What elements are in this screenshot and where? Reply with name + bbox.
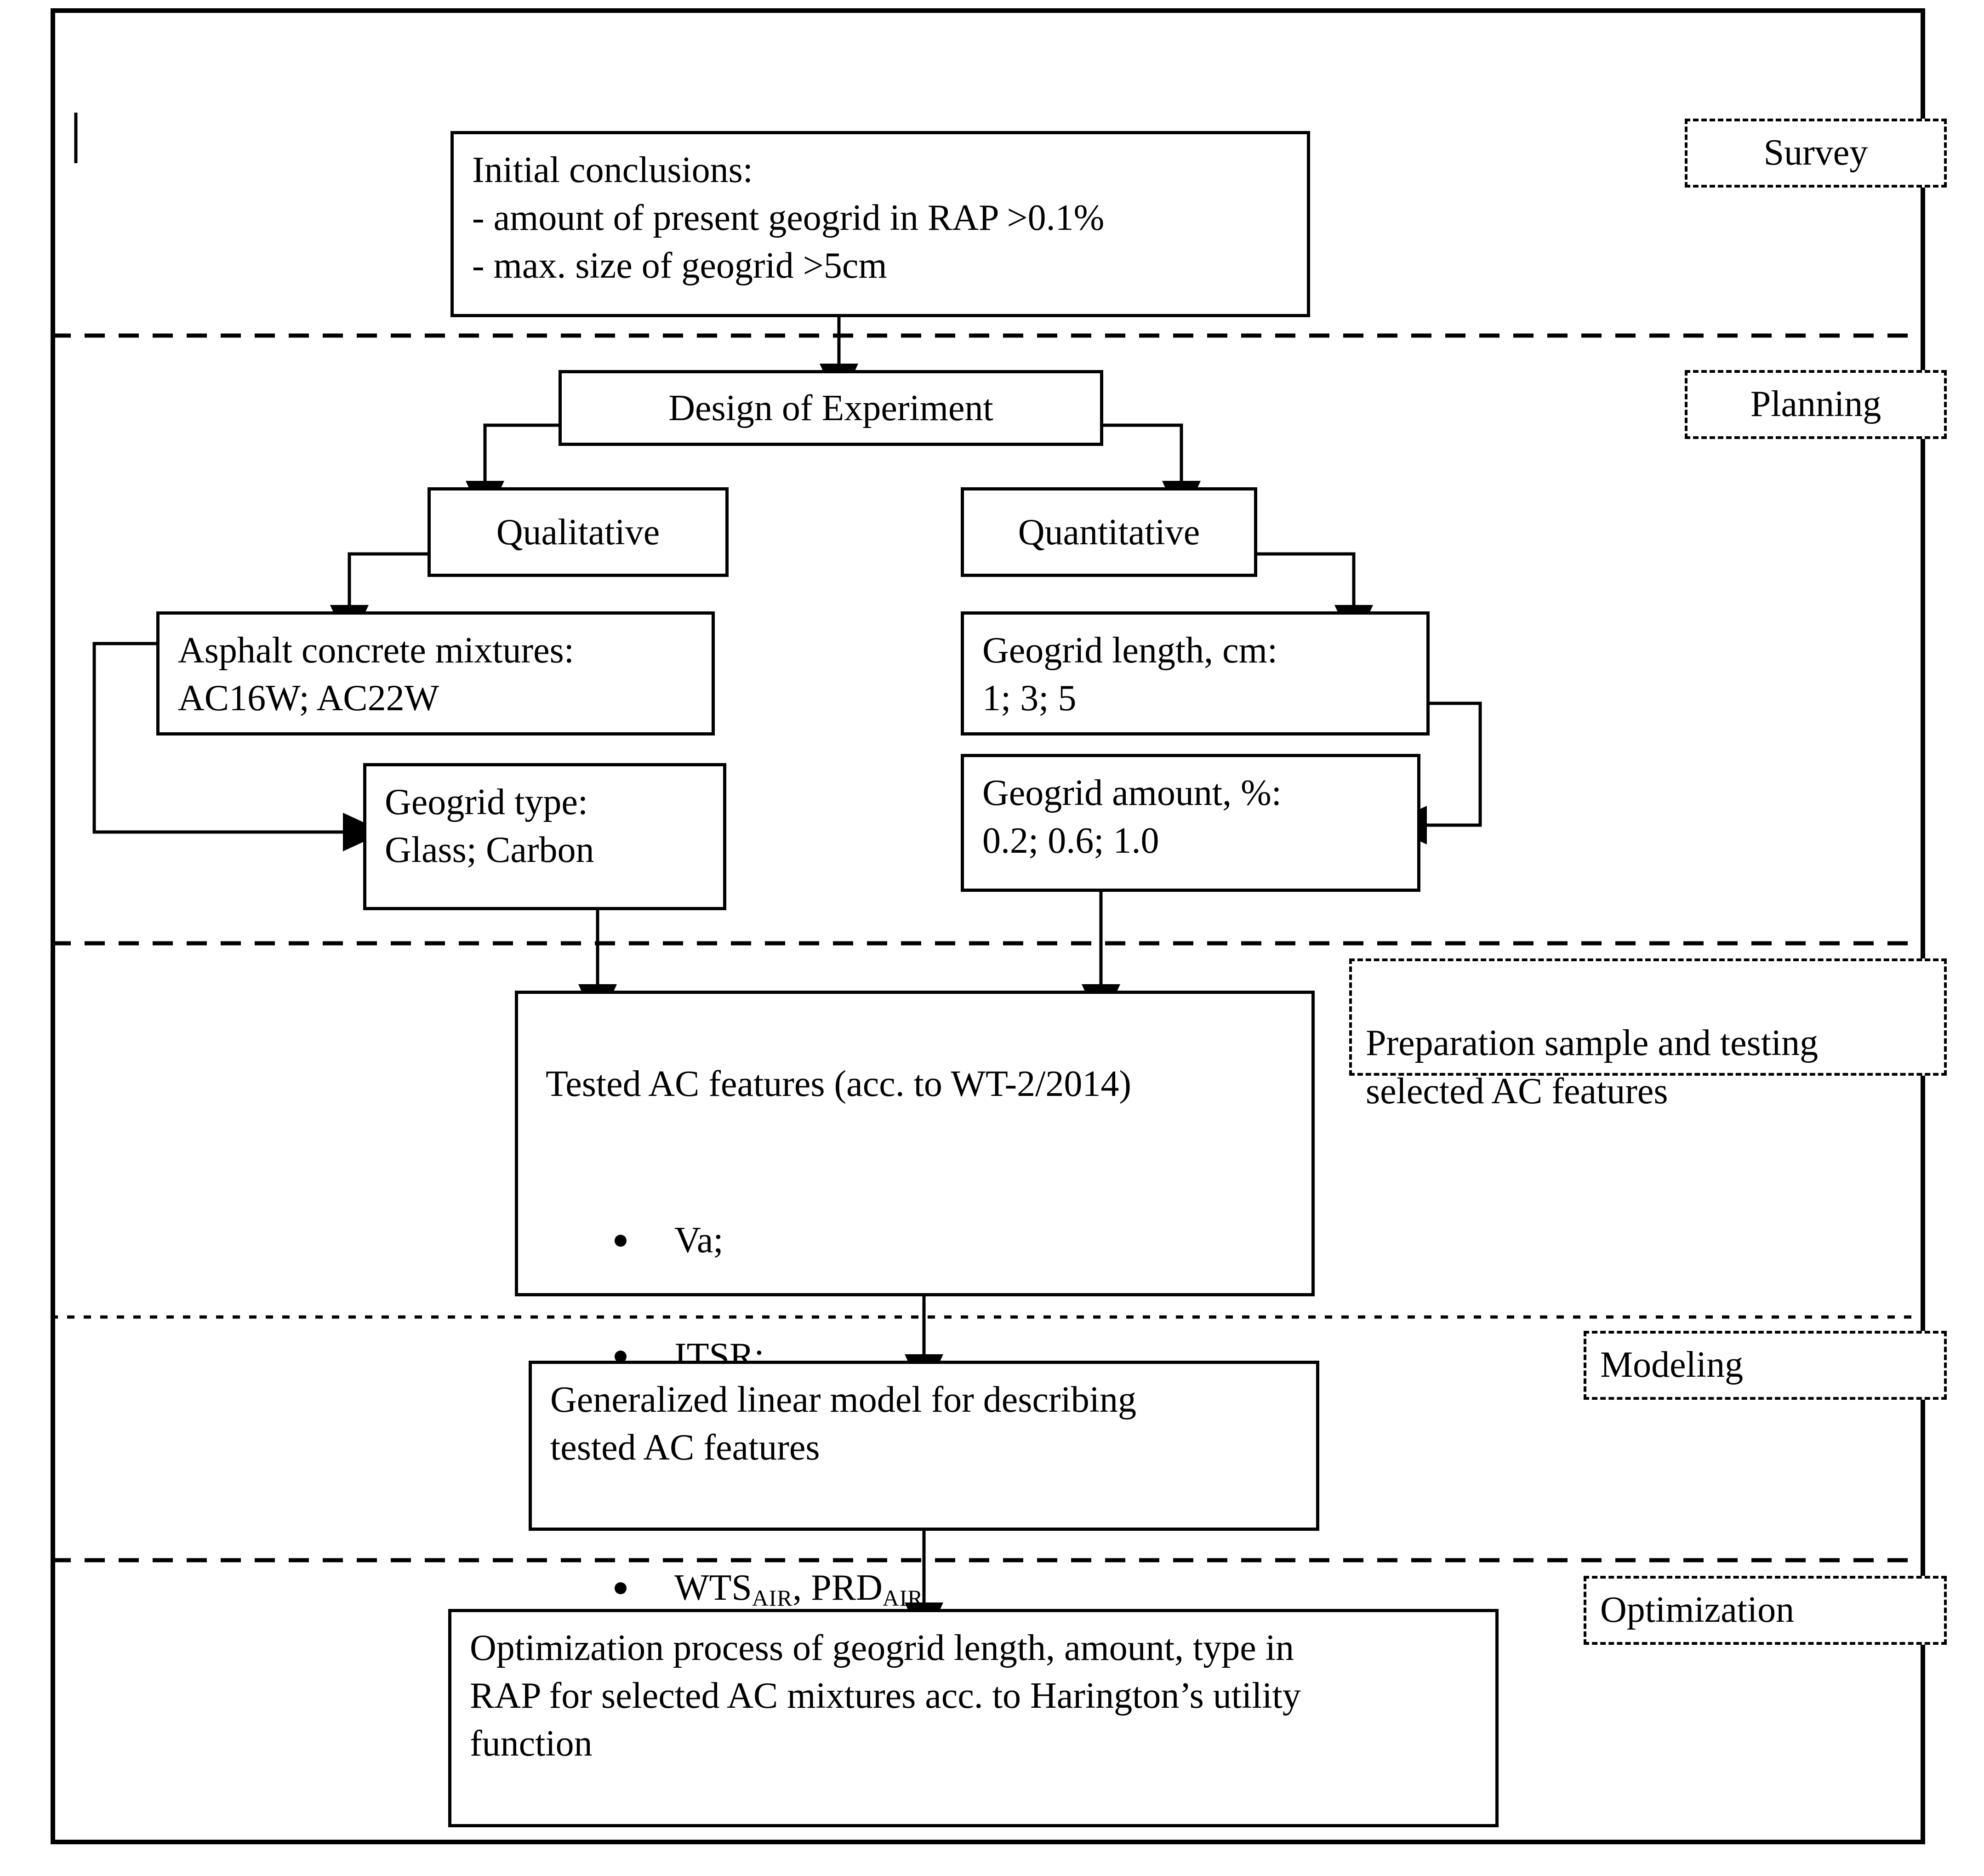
node-qualitative-text: Qualitative xyxy=(496,512,660,553)
stage-label-survey: Survey xyxy=(1685,119,1947,188)
list-item: WTSAIR, PRDAIR xyxy=(615,1567,1296,1611)
node-geogrid-type: Geogrid type: Glass; Carbon xyxy=(363,763,726,910)
node-initial-conclusions: Initial conclusions: - amount of present… xyxy=(450,131,1310,317)
tested-features-title: Tested AC features (acc. to WT-2/2014) xyxy=(546,1064,1132,1104)
list-item: Va; xyxy=(615,1219,1296,1261)
stage-label-preparation-text: Preparation sample and testing selected … xyxy=(1366,1022,1819,1112)
diagram-outer-border xyxy=(51,8,1925,1844)
node-optimization-process: Optimization process of geogrid length, … xyxy=(448,1609,1499,1827)
stage-label-optimization: Optimization xyxy=(1584,1576,1947,1645)
feature-wts-prd: WTSAIR, PRDAIR xyxy=(674,1568,924,1611)
stage-label-planning-text: Planning xyxy=(1750,384,1881,425)
stage-label-optimization-text: Optimization xyxy=(1600,1590,1795,1631)
node-tested-ac-features: Tested AC features (acc. to WT-2/2014) V… xyxy=(515,991,1315,1611)
stage-label-preparation: Preparation sample and testing selected … xyxy=(1349,958,1947,1112)
node-asphalt-concrete-mixtures: Asphalt concrete mixtures: AC16W; AC22W xyxy=(156,611,715,736)
node-qualitative: Qualitative xyxy=(428,487,729,577)
stage-label-survey-text: Survey xyxy=(1763,132,1868,173)
feature-va: Va; xyxy=(674,1220,724,1260)
node-geogrid-length: Geogrid length, cm: 1; 3; 5 xyxy=(961,611,1430,736)
node-quantitative-text: Quantitative xyxy=(1018,512,1200,553)
node-generalized-linear-model: Generalized linear model for describing … xyxy=(529,1361,1319,1531)
node-design-of-experiment-text: Design of Experiment xyxy=(668,388,993,428)
stage-label-modeling-text: Modeling xyxy=(1600,1345,1744,1386)
stage-label-planning: Planning xyxy=(1685,370,1947,439)
node-design-of-experiment: Design of Experiment xyxy=(559,370,1103,446)
node-quantitative: Quantitative xyxy=(961,487,1257,577)
stage-label-modeling: Modeling xyxy=(1584,1331,1947,1400)
node-geogrid-amount: Geogrid amount, %: 0.2; 0.6; 1.0 xyxy=(961,754,1420,892)
